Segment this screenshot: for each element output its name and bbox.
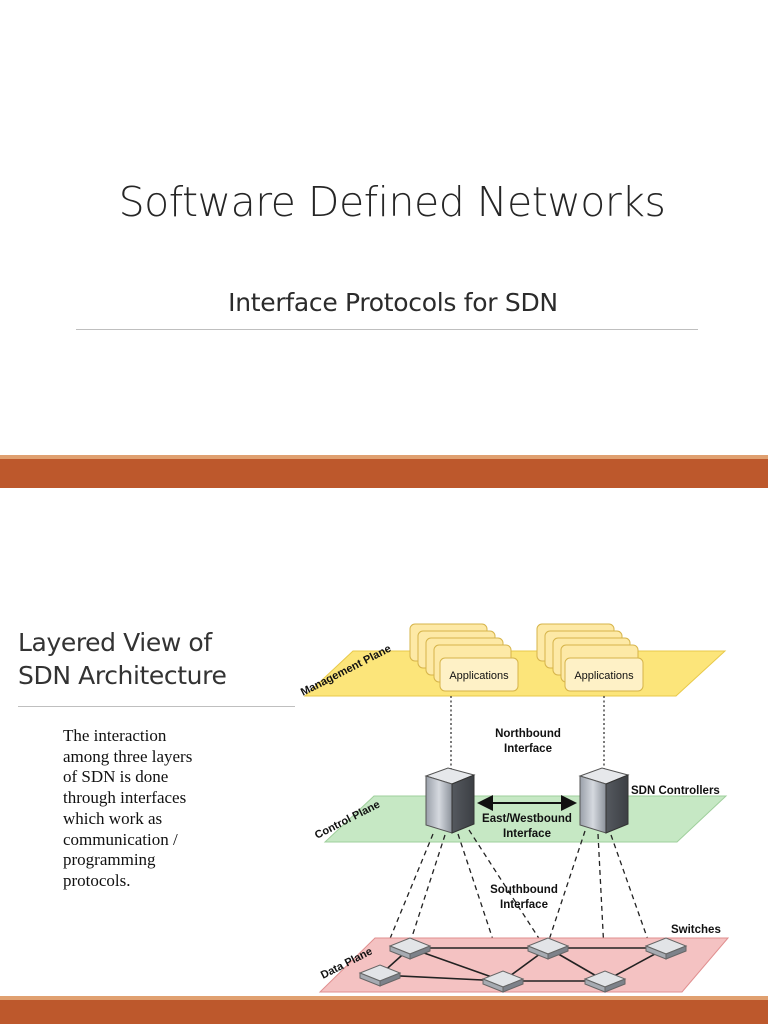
sdn-architecture-diagram: Management Plane Applications Applicatio… <box>299 623 730 993</box>
heading-line-1: Layered View of <box>18 628 212 657</box>
divider-line <box>76 329 698 330</box>
body-line: among three layers <box>63 746 193 766</box>
slide-title: Software Defined Networks <box>118 178 666 226</box>
body-line: communication / <box>63 829 178 849</box>
sdn-controller-left <box>424 767 476 834</box>
northbound-label-2: Interface <box>504 743 552 755</box>
northbound-label-1: Northbound <box>495 728 561 740</box>
content-slide: Layered View of SDN Architecture The int… <box>0 488 768 996</box>
switch-1 <box>388 937 432 960</box>
application-stack-right: Applications <box>536 623 644 692</box>
slide-heading: Layered View of SDN Architecture <box>18 626 298 692</box>
heading-line-2: SDN Architecture <box>18 661 227 690</box>
switch-2 <box>526 937 570 960</box>
eastwest-label-1: East/Westbound <box>482 813 572 825</box>
body-text: The interaction among three layers of SD… <box>63 726 233 892</box>
slide-separator-highlight <box>0 455 768 459</box>
southbound-label-2: Interface <box>500 899 548 911</box>
body-line: The interaction <box>63 726 167 745</box>
body-line: of SDN is done <box>63 767 169 787</box>
heading-divider <box>18 706 295 707</box>
bottom-band-highlight <box>0 996 768 1000</box>
switch-5 <box>481 970 525 993</box>
body-line: programming <box>63 850 156 870</box>
eastwest-label-2: Interface <box>503 828 551 840</box>
body-line: protocols. <box>63 870 131 890</box>
switch-3 <box>644 937 688 960</box>
sdn-controllers-label: SDN Controllers <box>631 785 720 797</box>
body-line: which work as <box>63 808 163 828</box>
applications-label: Applications <box>574 670 634 682</box>
slide-subtitle: Interface Protocols for SDN <box>228 288 558 317</box>
applications-label: Applications <box>449 670 509 682</box>
bottom-band <box>0 1000 768 1024</box>
switches-label: Switches <box>671 924 721 936</box>
switch-4 <box>358 964 402 987</box>
title-slide: Software Defined Networks Interface Prot… <box>0 0 768 455</box>
switch-6 <box>583 970 627 993</box>
slide-separator-band <box>0 459 768 488</box>
sdn-controller-right <box>578 767 630 834</box>
southbound-label-1: Southbound <box>490 884 558 896</box>
application-stack-left: Applications <box>409 623 519 692</box>
body-line: through interfaces <box>63 788 187 808</box>
